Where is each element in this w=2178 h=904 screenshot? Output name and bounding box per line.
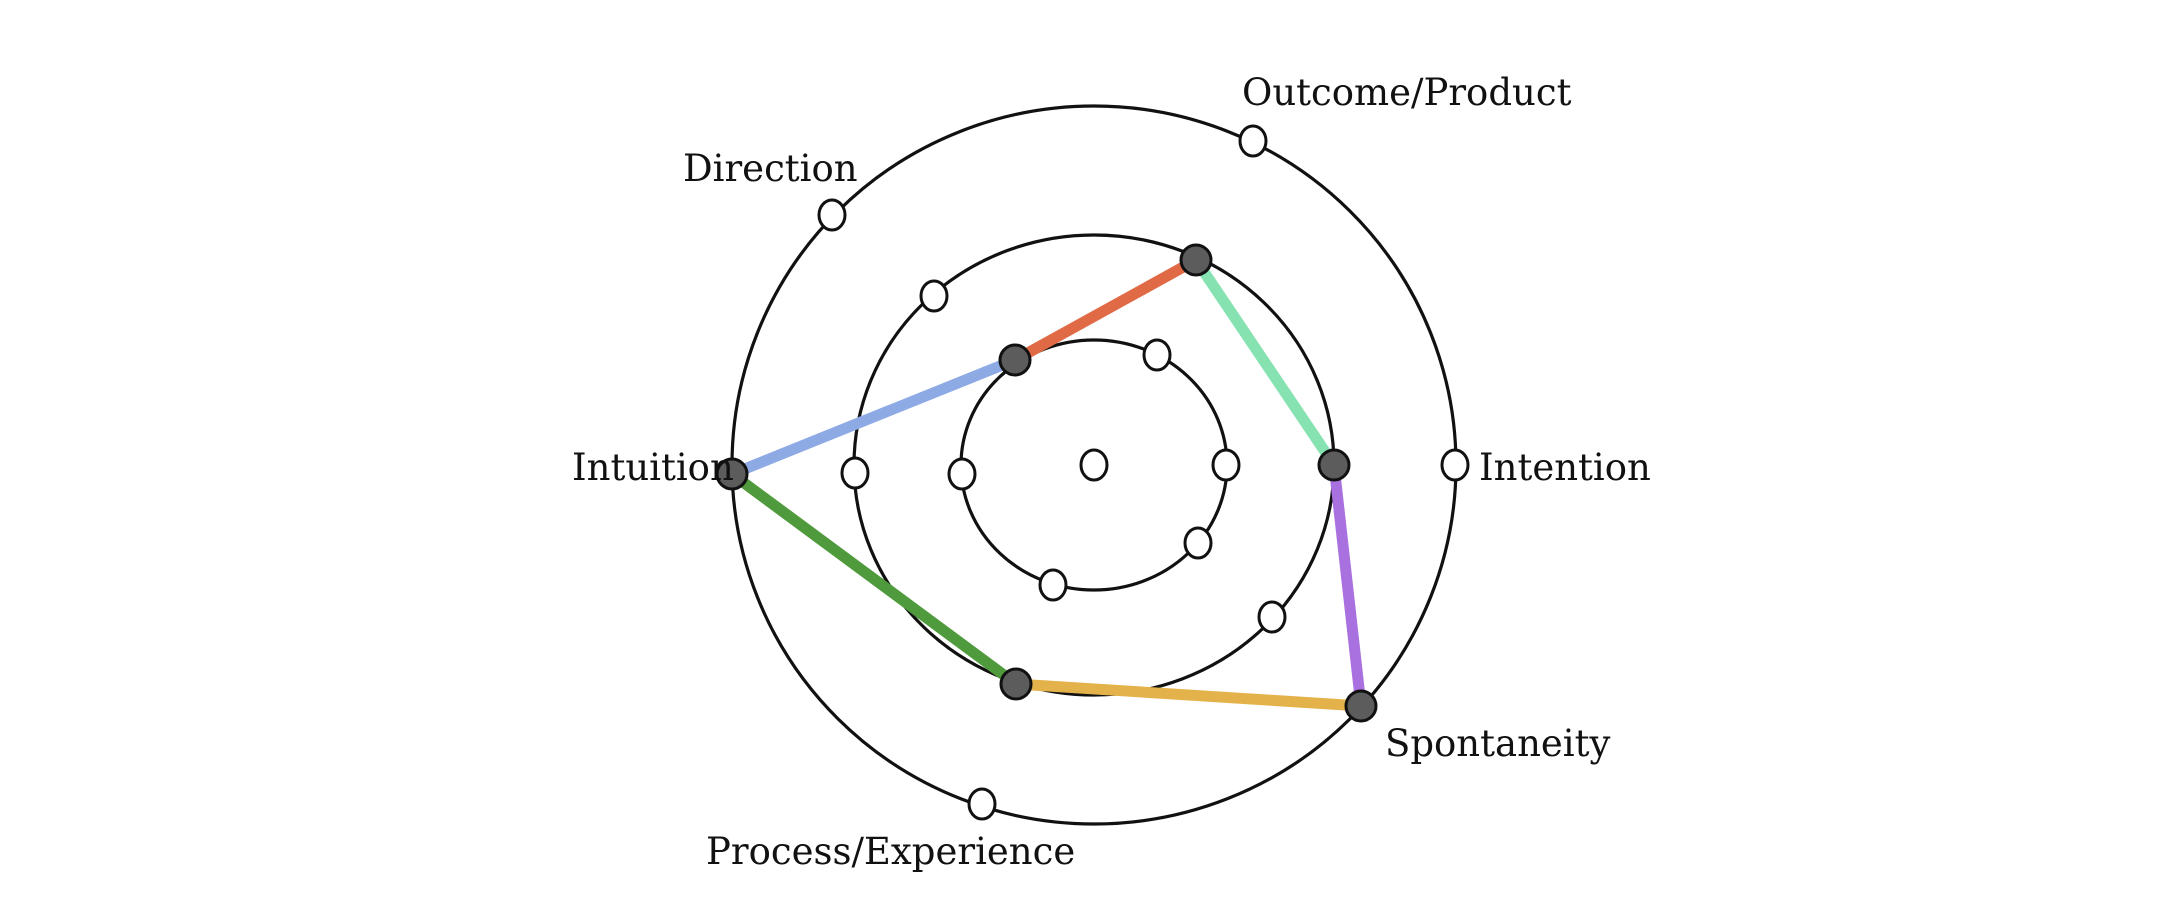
edges xyxy=(726,254,1367,712)
marker-middle-direction[interactable] xyxy=(919,279,949,313)
marker-outer-direction[interactable] xyxy=(817,198,847,232)
marker-outer-intuition[interactable] xyxy=(715,457,749,491)
axis-label-intuition: Intuition xyxy=(572,446,734,489)
edge-intuition-direction xyxy=(726,354,1021,480)
axis-label-process: Process/Experience xyxy=(706,830,1075,873)
marker-middle-intuition[interactable] xyxy=(840,456,870,490)
marker-middle-spontaneity[interactable] xyxy=(1257,600,1287,634)
axis-label-outcome: Outcome/Product xyxy=(1242,71,1572,114)
center-marker[interactable] xyxy=(1079,448,1109,482)
axis-label-spontaneity: Spontaneity xyxy=(1385,722,1610,765)
marker-inner-intention[interactable] xyxy=(1211,448,1241,482)
edge-direction-outcome xyxy=(1009,254,1202,366)
marker-inner-intuition[interactable] xyxy=(947,457,977,491)
marker-inner-outcome[interactable] xyxy=(1142,338,1172,372)
marker-inner-direction[interactable] xyxy=(998,343,1032,377)
marker-inner-spontaneity[interactable] xyxy=(1183,526,1213,560)
marker-middle-process[interactable] xyxy=(999,667,1033,701)
markers xyxy=(715,124,1470,821)
marker-middle-outcome[interactable] xyxy=(1179,243,1213,277)
axis-label-intention: Intention xyxy=(1479,446,1651,489)
marker-outer-intention[interactable] xyxy=(1440,448,1470,482)
marker-outer-process[interactable] xyxy=(967,787,997,821)
edge-spontaneity-process xyxy=(1010,678,1367,712)
marker-outer-outcome[interactable] xyxy=(1238,124,1268,158)
marker-middle-intention[interactable] xyxy=(1317,448,1351,482)
marker-outer-spontaneity[interactable] xyxy=(1344,689,1378,723)
edge-outcome-intention xyxy=(1190,254,1340,471)
edge-intention-spontaneity xyxy=(1328,459,1367,712)
axis-labels: Direction Outcome/Product Intention Spon… xyxy=(572,71,1651,873)
edge-process-intuition xyxy=(726,468,1022,690)
marker-inner-process[interactable] xyxy=(1038,568,1068,602)
axis-label-direction: Direction xyxy=(683,147,858,190)
